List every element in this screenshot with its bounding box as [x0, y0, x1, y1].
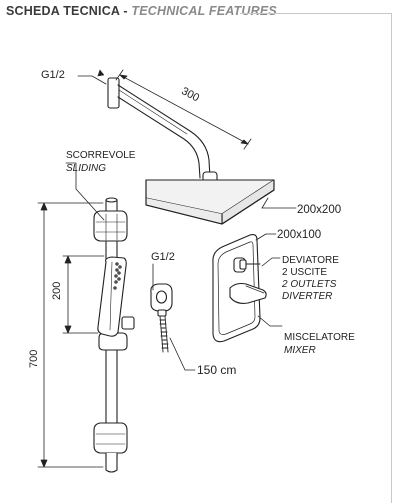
head-size-label: 200x200 [297, 204, 341, 216]
diverter-label-en-2: DIVERTER [282, 291, 332, 302]
header-subtitle: TECHNICAL FEATURES [131, 4, 277, 18]
arm-dimension [115, 69, 252, 150]
sheet-header: SCHEDA TECNICA - TECHNICAL FEATURES [6, 4, 277, 18]
frame-right-line [391, 13, 392, 503]
arm-thread-label: G1/2 [41, 69, 65, 81]
shower-head [145, 179, 275, 225]
bar-height-label: 700 [28, 350, 40, 368]
header-separator: - [119, 4, 132, 18]
header-title: SCHEDA TECNICA [6, 4, 120, 18]
diverter-label-it-1: DEVIATORE [282, 255, 339, 266]
hose-outlet [150, 283, 173, 317]
hand-shower [97, 256, 127, 337]
sliding-label-it: SCORREVOLE [66, 150, 136, 161]
frame-top-line [240, 13, 392, 14]
diverter-label-it-2: 2 USCITE [282, 267, 327, 278]
bar-height-dimension [37, 202, 104, 468]
hose [159, 315, 169, 353]
mixer-plate [212, 234, 267, 343]
mixer-label-it: MISCELATORE [284, 332, 355, 343]
shower-arm [107, 77, 218, 183]
hose-thread-label: G1/2 [151, 251, 175, 263]
diverter-label-en-1: 2 OUTLETS [281, 279, 337, 290]
handshower-length-dimension [62, 255, 105, 334]
sliding-label-en: SLIDING [66, 163, 106, 174]
leader-lines [65, 75, 297, 371]
arm-length-label: 300 [179, 85, 201, 104]
mixer-label-en: MIXER [284, 345, 316, 356]
hose-length-label: 150 cm [197, 363, 236, 377]
plate-size-label: 200x100 [277, 229, 321, 241]
handshower-length-label: 200 [51, 282, 63, 300]
